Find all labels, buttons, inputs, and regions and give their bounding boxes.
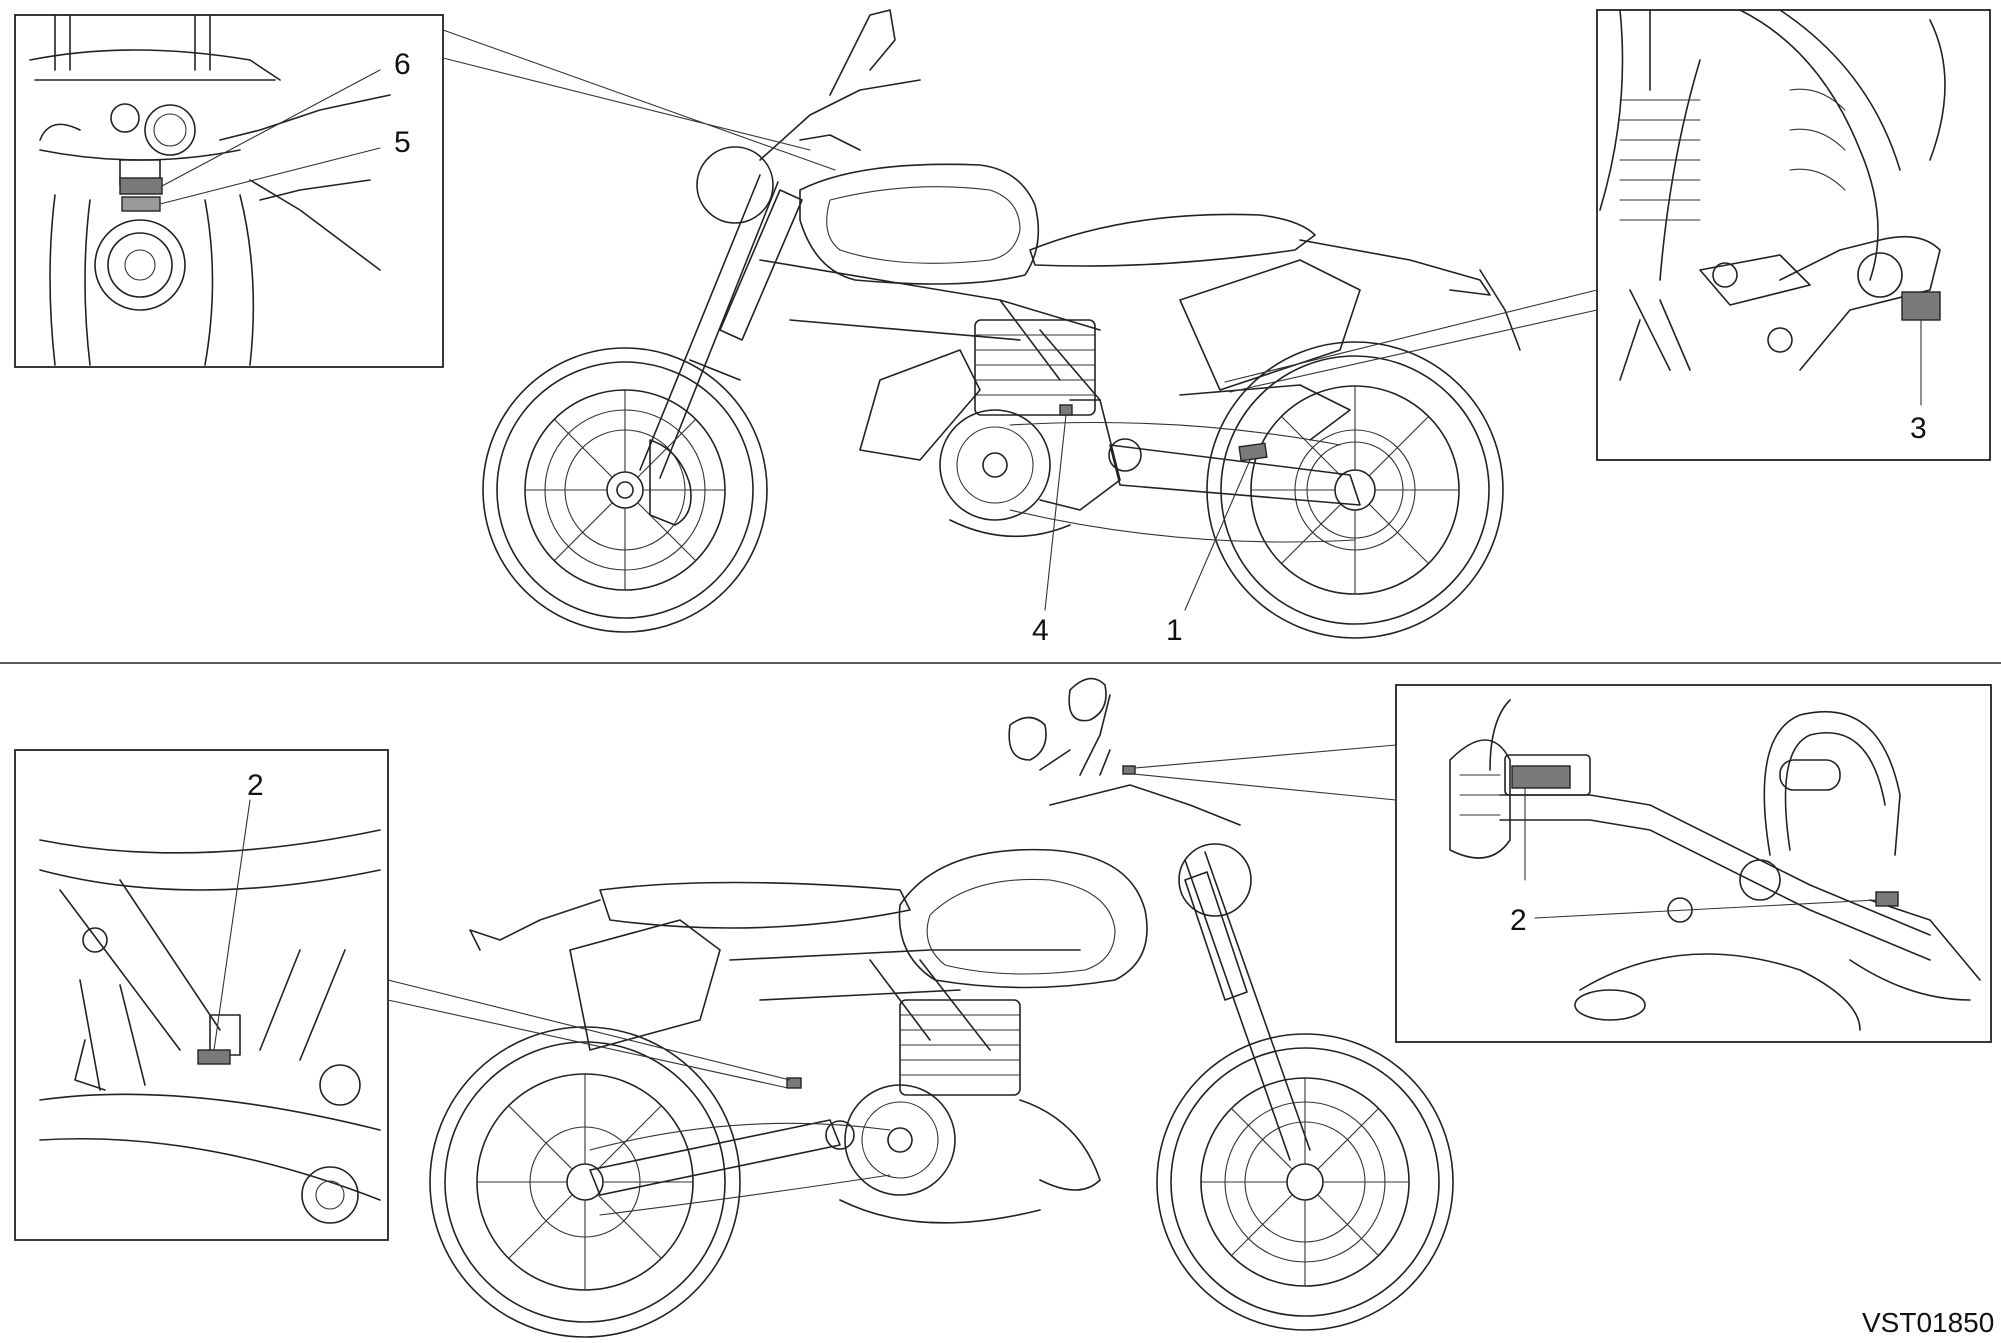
bottom-label-2-bar-patch	[1122, 765, 1136, 775]
callout-2-handlebar: 2	[1510, 904, 1527, 937]
top-swingarm-inset: 3	[1596, 9, 1991, 461]
frame-label-2-patch	[197, 1049, 231, 1065]
top-motorcycle-illustration	[482, 9, 1521, 639]
callout-3: 3	[1910, 412, 1927, 445]
top-front-wheel	[482, 347, 768, 633]
callout-6: 6	[394, 48, 411, 81]
clamp-label-2-patch	[1875, 891, 1899, 907]
leader-1	[1184, 459, 1251, 611]
callout-1: 1	[1166, 614, 1183, 647]
handlebar-inset-connector	[1132, 744, 1397, 801]
bottom-rear-wheel	[429, 1026, 741, 1338]
callout-2-frame: 2	[247, 769, 264, 802]
bottom-front-wheel	[1156, 1033, 1454, 1331]
callout-5: 5	[394, 126, 411, 159]
bottom-frame-inset: 2	[14, 749, 389, 1241]
bottom-handlebar-inset: 2	[1395, 684, 1992, 1043]
tank-label-6-patch	[119, 177, 163, 195]
top-engine	[859, 319, 1121, 538]
figure-code: VST01850	[1862, 1307, 1994, 1338]
tank-inset-connector	[442, 29, 836, 171]
reservoir-label-2-patch	[1511, 765, 1571, 789]
top-label-1-patch	[1238, 442, 1268, 462]
bottom-engine	[839, 999, 1101, 1224]
swingarm-label-3-patch	[1901, 291, 1941, 321]
tank-label-5-patch	[121, 196, 161, 212]
top-label-4-patch	[1059, 404, 1073, 416]
leader-4	[1044, 414, 1067, 611]
callout-4: 4	[1032, 614, 1049, 647]
bottom-label-2-frame-patch	[786, 1077, 802, 1089]
top-rear-wheel	[1206, 341, 1504, 639]
frame-inset-connector	[387, 979, 791, 1089]
swingarm-inset-connector	[1224, 289, 1598, 393]
top-tank-inset: 6 5	[14, 14, 444, 368]
bottom-motorcycle-illustration	[429, 677, 1454, 1338]
